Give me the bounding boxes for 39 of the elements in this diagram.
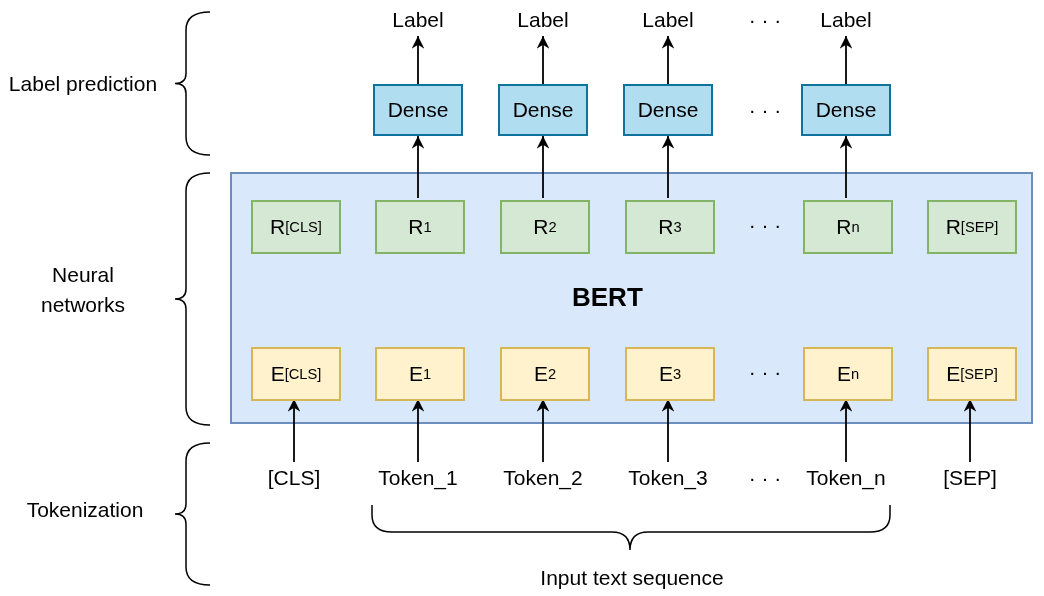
arrow bbox=[411, 135, 425, 199]
group-label: Input text sequence bbox=[539, 564, 725, 591]
arrow bbox=[839, 135, 853, 199]
output-label: Label bbox=[801, 4, 891, 36]
section-label: Tokenization bbox=[25, 496, 145, 523]
arrow bbox=[536, 35, 550, 85]
output-label: Label bbox=[623, 4, 713, 36]
token-label: Token_1 bbox=[360, 462, 476, 494]
arrow bbox=[839, 35, 853, 85]
ellipsis: · · · bbox=[747, 464, 783, 491]
arrow bbox=[536, 398, 550, 463]
ellipsis: · · · bbox=[747, 358, 783, 385]
ellipsis: · · · bbox=[747, 96, 783, 123]
arrow bbox=[661, 35, 675, 85]
output-label: Label bbox=[498, 4, 588, 36]
dense-layer-box: Dense bbox=[373, 84, 463, 136]
arrow bbox=[839, 398, 853, 463]
ellipsis: · · · bbox=[747, 211, 783, 238]
arrow bbox=[411, 398, 425, 463]
arrow bbox=[661, 398, 675, 463]
arrow bbox=[963, 398, 977, 463]
ellipsis: · · · bbox=[747, 6, 783, 33]
dense-layer-box: Dense bbox=[801, 84, 891, 136]
output-label: Label bbox=[373, 4, 463, 36]
section-label: Neural networks bbox=[40, 261, 126, 318]
token-label: Token_3 bbox=[610, 462, 726, 494]
token-label: [CLS] bbox=[236, 462, 352, 494]
model-panel bbox=[230, 172, 1033, 424]
section-label: Label prediction bbox=[8, 70, 158, 97]
model-title: BERT bbox=[572, 282, 643, 313]
token-label: Token_2 bbox=[485, 462, 601, 494]
arrow bbox=[536, 135, 550, 199]
arrow bbox=[661, 135, 675, 199]
dense-layer-box: Dense bbox=[498, 84, 588, 136]
token-label: Token_n bbox=[788, 462, 904, 494]
arrow bbox=[411, 35, 425, 85]
arrow bbox=[287, 398, 301, 463]
token-label: [SEP] bbox=[912, 462, 1028, 494]
dense-layer-box: Dense bbox=[623, 84, 713, 136]
